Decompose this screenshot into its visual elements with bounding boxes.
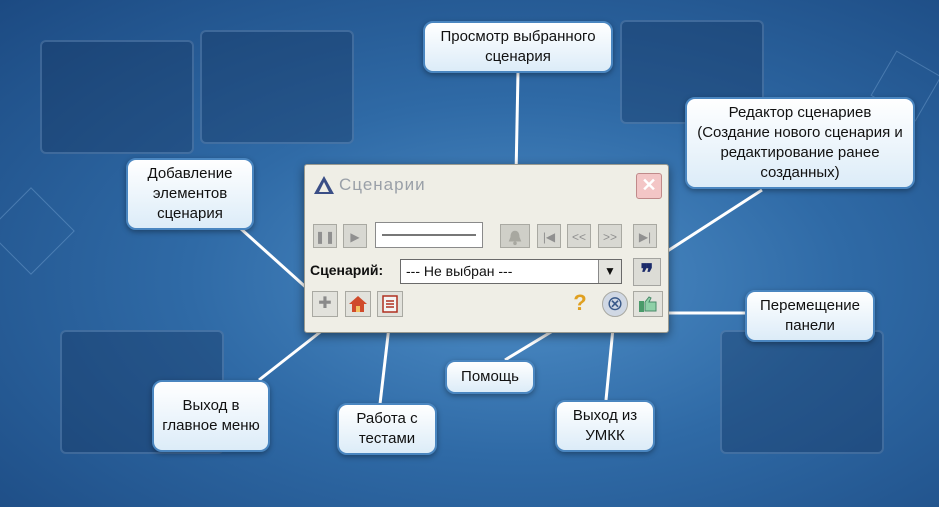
close-button[interactable]: ✕ — [636, 173, 662, 199]
scenario-editor-button[interactable]: ❞ — [633, 258, 661, 287]
panel-title: Сценарии — [339, 175, 426, 194]
callout-exit-main: Выход в главное меню — [152, 380, 270, 452]
callout-tests: Работа с тестами — [337, 403, 437, 455]
exit-icon: ⊗ — [606, 293, 624, 315]
bell-icon — [508, 230, 522, 246]
progress-bar[interactable] — [375, 222, 483, 248]
prev-button[interactable]: << — [567, 224, 591, 248]
hand-icon — [639, 296, 657, 312]
callout-preview: Просмотр выбранного сценария — [423, 21, 613, 73]
callout-exit-umkk: Выход из УМКК — [555, 400, 655, 452]
pause-button[interactable]: ❚❚ — [313, 224, 337, 248]
document-icon — [382, 295, 398, 313]
first-button[interactable]: |◀ — [537, 224, 561, 248]
add-elements-button[interactable]: ✚ — [312, 291, 338, 317]
callout-add-elements: Добавление элементов сценария — [126, 158, 254, 230]
scenario-select[interactable]: --- Не выбран --- ▼ — [400, 259, 622, 284]
preview-button[interactable] — [500, 224, 530, 248]
last-button[interactable]: ▶| — [633, 224, 657, 248]
tests-button[interactable] — [377, 291, 403, 317]
callout-editor: Редактор сценариев (Создание нового сцен… — [685, 97, 915, 189]
scenario-select-value: --- Не выбран --- — [406, 263, 513, 279]
panel-titlebar[interactable]: Сценарии ✕ — [305, 165, 668, 205]
house-icon — [349, 296, 367, 312]
callout-move-panel: Перемещение панели — [745, 290, 875, 342]
main-menu-button[interactable] — [345, 291, 371, 317]
help-button[interactable]: ? — [567, 291, 593, 317]
callout-help: Помощь — [445, 360, 535, 394]
triangle-logo-icon — [314, 176, 334, 194]
move-panel-handle[interactable] — [633, 291, 663, 317]
plus-icon: ✚ — [318, 295, 332, 312]
chevron-down-icon[interactable]: ▼ — [598, 260, 621, 283]
question-icon: ? — [573, 290, 587, 315]
scenario-label: Сценарий: — [310, 262, 384, 278]
play-button[interactable]: ▶ — [343, 224, 367, 248]
next-button[interactable]: >> — [598, 224, 622, 248]
exit-umkk-button[interactable]: ⊗ — [602, 291, 628, 317]
